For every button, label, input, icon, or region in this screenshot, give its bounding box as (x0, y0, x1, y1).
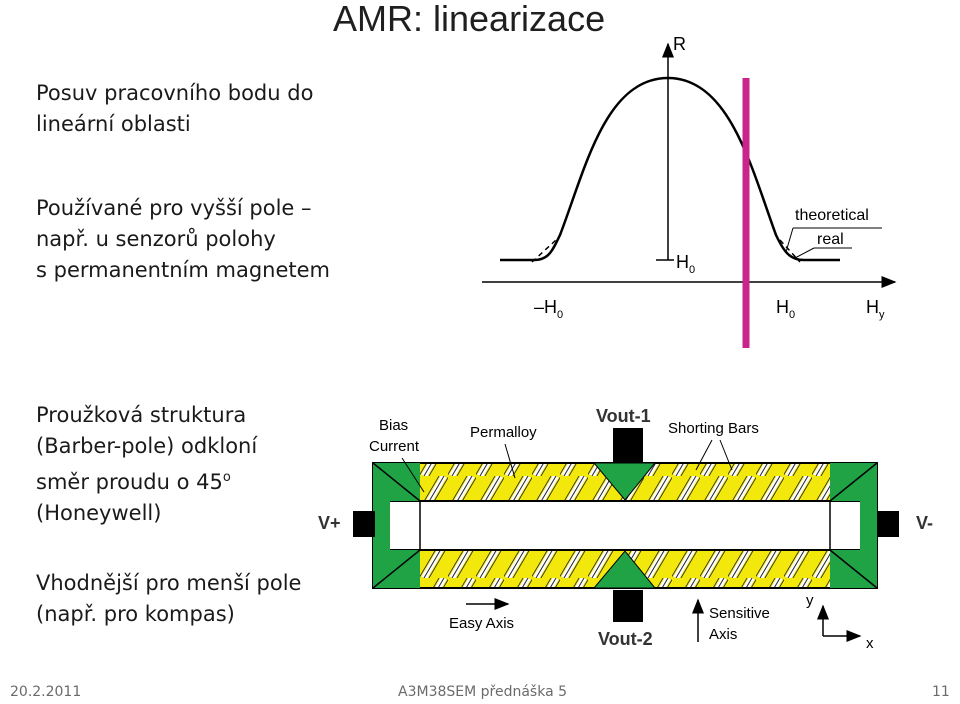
real-curve (500, 76, 840, 262)
neg-h0-label: –H0 (534, 297, 563, 321)
left-electrode (373, 463, 420, 588)
sensitive-axis-label-2: Axis (709, 626, 737, 643)
footer-date: 20.2.2011 (10, 684, 82, 700)
bullet-line: (Honeywell) (36, 501, 162, 525)
real-label: real (817, 231, 844, 248)
shorting-bar-pointer-1 (695, 439, 713, 471)
vout2-electrode (592, 550, 657, 589)
bias-current-label-1: Bias (379, 417, 408, 434)
footer-page-number: 11 (932, 684, 950, 700)
bullet-line: s permanentním magnetem (36, 258, 330, 282)
bullet-line: lineární oblasti (36, 112, 191, 136)
slide-title: AMR: linearizace (333, 0, 606, 39)
degree-superscript: o (222, 470, 231, 485)
shorting-bars-label: Shorting Bars (668, 420, 759, 437)
bullet-line: Proužková struktura (36, 403, 247, 427)
bullet-line: (Barber-pole) odkloní (36, 434, 258, 458)
vminus-label: V- (916, 513, 933, 533)
vout2-pad (613, 590, 643, 622)
footer-course: A3M38SEM přednáška 5 (398, 684, 568, 700)
sensitive-axis-label-1: Sensitive (709, 605, 770, 622)
magnetoresistance-curve-diagram: R H0 –H0 H0 Hy theoretical real (482, 34, 897, 348)
bullet-shift-point: Posuv pracovního bodu do lineární oblast… (36, 78, 313, 140)
bullet-line: směr proudu o 45o (36, 470, 231, 494)
h0-center-label: H0 (676, 252, 695, 276)
bullet-line: Posuv pracovního bodu do (36, 81, 314, 105)
bullet-line: (např. pro kompas) (36, 602, 235, 626)
vout1-pad (613, 428, 643, 462)
permalloy-label: Permalloy (470, 424, 537, 441)
permalloy-pointer (504, 443, 516, 479)
bullet-smaller-fields: Vhodnější pro menší pole (např. pro komp… (36, 568, 301, 630)
barber-pole-sensor-diagram: Bias Current Permalloy Vout-1 Shorting B… (318, 406, 933, 652)
vplus-pad (353, 511, 375, 537)
right-electrode (830, 463, 877, 588)
x-axis-label: x (866, 635, 874, 652)
bullet-higher-fields: Používané pro vyšší pole – např. u senzo… (36, 193, 330, 286)
real-pointer-tip (794, 247, 815, 259)
bullet-line: Vhodnější pro menší pole (36, 571, 302, 595)
vplus-label: V+ (318, 513, 341, 533)
vminus-pad (877, 511, 899, 537)
vout2-label: Vout-2 (598, 629, 653, 649)
bias-current-pointer (401, 457, 425, 493)
bias-current-label-2: Current (369, 438, 420, 455)
shorting-bar-pointer-2 (719, 439, 733, 471)
easy-axis-label: Easy Axis (449, 615, 514, 632)
theoretical-label: theoretical (795, 207, 869, 224)
vout1-electrode (592, 462, 657, 501)
vout1-label: Vout-1 (596, 406, 651, 426)
y-axis-label: y (806, 592, 814, 609)
electrode-outline (372, 462, 878, 589)
pos-h0-label: H0 (776, 297, 795, 321)
bullet-line: např. u senzorů polohy (36, 227, 276, 251)
theoretical-curve (531, 239, 801, 263)
theoretical-pointer-tip (785, 227, 794, 253)
r-axis-label: R (673, 34, 686, 54)
bullet-barber-pole: Proužková struktura (Barber-pole) odklon… (36, 400, 257, 529)
hy-axis-label: Hy (866, 297, 885, 321)
bullet-line: Používané pro vyšší pole – (36, 196, 312, 220)
